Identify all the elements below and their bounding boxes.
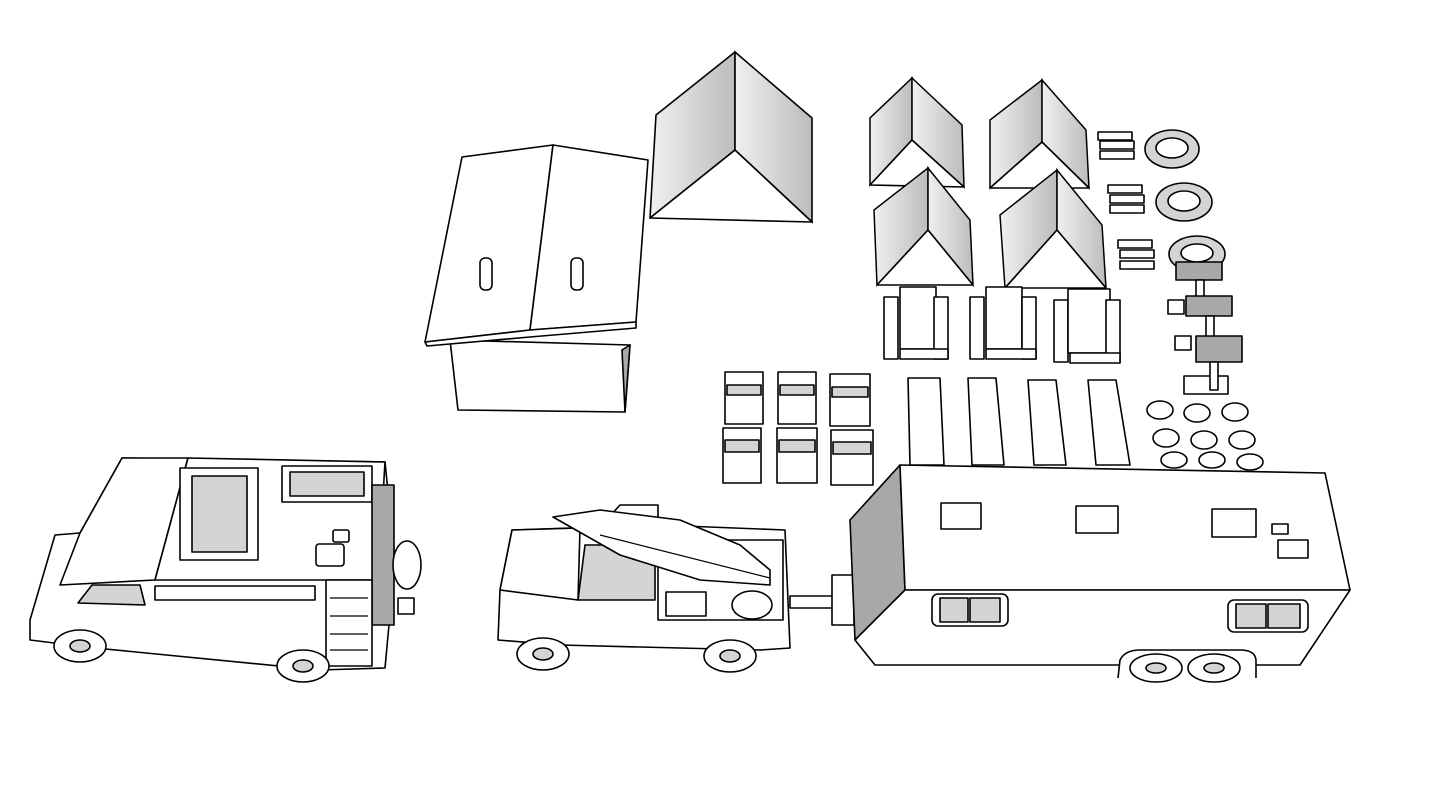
picnic-table[interactable] bbox=[883, 286, 949, 360]
wheel bbox=[1129, 653, 1183, 683]
chair[interactable] bbox=[830, 429, 874, 486]
chair[interactable] bbox=[777, 371, 817, 425]
camp-chairs[interactable] bbox=[722, 371, 874, 486]
camper-truck[interactable] bbox=[29, 457, 422, 683]
small-tent[interactable] bbox=[873, 165, 974, 288]
shed[interactable] bbox=[424, 144, 649, 413]
spare-tire bbox=[392, 540, 422, 590]
chair[interactable] bbox=[722, 427, 762, 484]
wheel bbox=[53, 629, 107, 663]
grill[interactable] bbox=[1174, 295, 1233, 351]
bench-stack[interactable] bbox=[1107, 184, 1145, 214]
canoe[interactable] bbox=[552, 509, 771, 586]
wheel bbox=[276, 649, 330, 683]
small-tent[interactable] bbox=[989, 78, 1090, 190]
chair[interactable] bbox=[829, 373, 871, 427]
wheel bbox=[703, 639, 757, 673]
pickup-truck[interactable] bbox=[497, 504, 841, 673]
long-table[interactable] bbox=[967, 377, 1005, 466]
small-tent[interactable] bbox=[869, 76, 965, 189]
long-table[interactable] bbox=[907, 377, 945, 466]
long-tables[interactable] bbox=[907, 377, 1131, 466]
bench-stack[interactable] bbox=[1117, 239, 1155, 270]
fire-ring[interactable] bbox=[1155, 182, 1213, 222]
fire-ring[interactable] bbox=[1144, 129, 1200, 169]
long-table[interactable] bbox=[1027, 379, 1067, 466]
travel-trailer[interactable] bbox=[831, 464, 1351, 683]
wheel bbox=[1187, 653, 1241, 683]
stump-seats[interactable] bbox=[1146, 400, 1264, 471]
trailer-window bbox=[931, 593, 1009, 627]
picnic-table[interactable] bbox=[1053, 288, 1121, 364]
small-tent[interactable] bbox=[999, 167, 1107, 291]
large-tent[interactable] bbox=[649, 50, 813, 224]
grill[interactable] bbox=[1183, 335, 1243, 395]
grill[interactable] bbox=[1167, 261, 1223, 315]
long-table[interactable] bbox=[1087, 379, 1131, 466]
trailer-window bbox=[1227, 599, 1309, 633]
chair[interactable] bbox=[776, 427, 818, 484]
wheel bbox=[516, 637, 570, 671]
picnic-table[interactable] bbox=[969, 286, 1037, 360]
chair[interactable] bbox=[724, 371, 764, 425]
bench-stack[interactable] bbox=[1097, 131, 1135, 160]
